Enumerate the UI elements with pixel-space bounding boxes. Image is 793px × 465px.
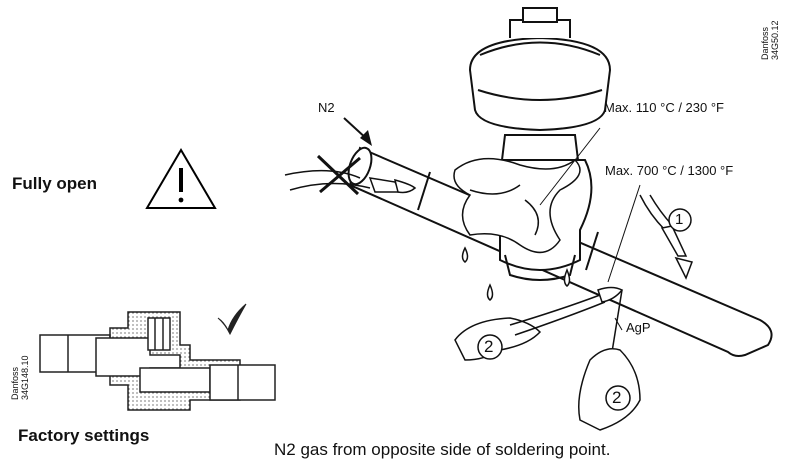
n2-label: N2 [318,100,335,115]
max-700-label: Max. 700 °C / 1300 °F [605,163,734,178]
step-2-number: 2 [484,337,494,356]
max-110-label: Max. 110 °C / 230 °F [604,100,724,115]
brazing-rod-hand [578,289,641,431]
fully-open-label: Fully open [12,174,97,193]
code-number: 34G148.10 [20,355,30,400]
water-drops [461,246,571,301]
code-top-right: Danfoss 34G50.12 [760,20,780,60]
wet-cloth [453,157,581,254]
factory-settings-label: Factory settings [18,426,150,445]
code-brand: Danfoss [760,26,770,60]
step-2-number: 2 [612,388,622,407]
code-bottom-left: Danfoss 34G148.10 [10,355,30,400]
caption: N2 gas from opposite side of soldering p… [274,440,611,459]
step-1-number: 1 [675,211,684,228]
code-number: 34G50.12 [770,20,780,60]
valve-cross-section [39,311,276,411]
checkmark-icon [217,303,247,336]
torch-step-1 [639,194,693,280]
agp-label: AgP [626,320,651,335]
crossed-torch [284,154,417,196]
warning-icon [145,148,217,209]
code-brand: Danfoss [10,366,20,400]
